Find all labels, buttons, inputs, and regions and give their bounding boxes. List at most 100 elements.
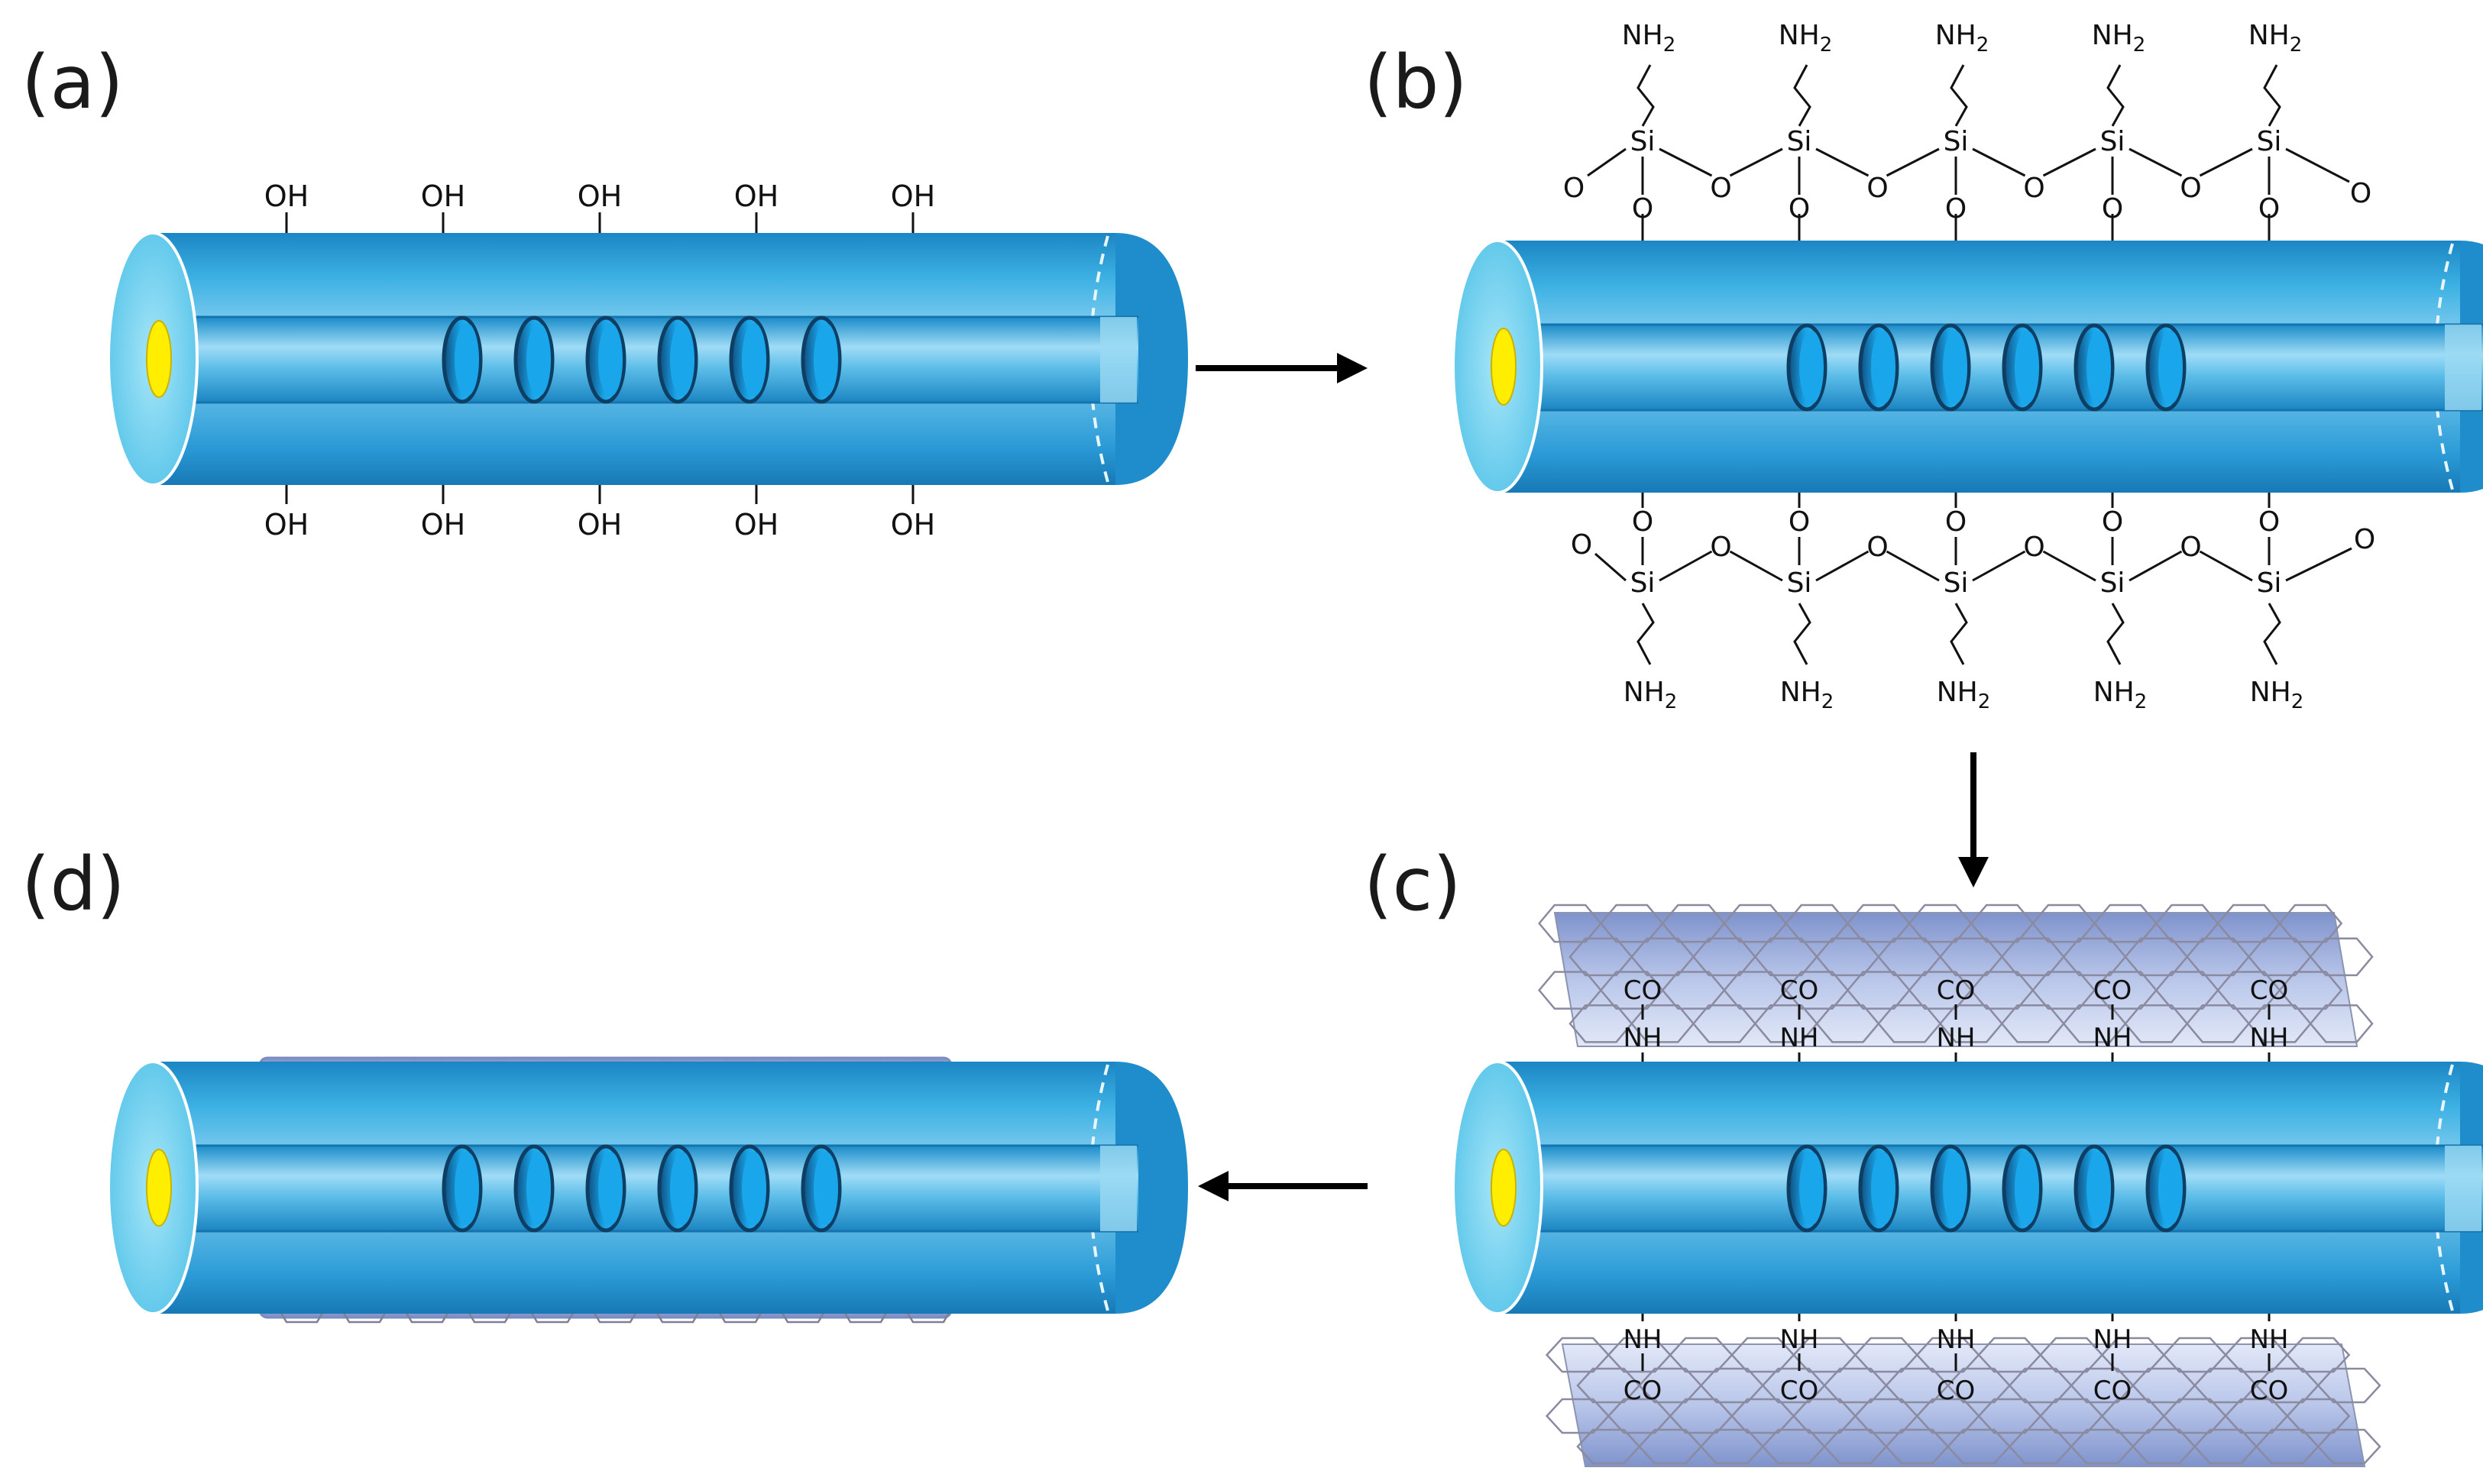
grating-ring-face	[2158, 331, 2183, 404]
amine-group-top: NH2	[2092, 20, 2146, 57]
propyl-chain-bottom	[2263, 603, 2281, 665]
propyl-chain-top	[1636, 64, 1655, 127]
sheet-plane	[1561, 1343, 2366, 1467]
amine-group-bottom: NH2	[2093, 677, 2148, 713]
arrow-a-to-b	[1196, 353, 1368, 383]
bridging-oxygen-bottom: O	[1866, 532, 1888, 563]
si-o-bond	[1815, 147, 1870, 177]
bridging-oxygen-top: O	[2023, 173, 2044, 204]
si-o-bond	[1587, 147, 1627, 177]
oxygen-top-anchor: O	[2258, 193, 2280, 225]
oh-group-bottom: OH	[734, 508, 779, 542]
grating-ring-face	[670, 1152, 694, 1225]
grating-ring-face	[742, 1152, 766, 1225]
oh-group-top: OH	[891, 179, 935, 213]
panel-label-d: (d)	[21, 842, 125, 927]
grating-ring-face	[2158, 1152, 2183, 1225]
fiber-core-end	[146, 320, 172, 398]
amine-group-top: NH2	[1622, 20, 1676, 57]
fiber-right-cap	[1115, 233, 1188, 485]
grating-ring-face	[742, 323, 766, 396]
carbonyl-group-bottom: CO	[1937, 1376, 1976, 1406]
grating-ring-face	[1871, 1152, 1895, 1225]
carbonyl-group-top: CO	[1624, 975, 1662, 1006]
oxygen-bottom-anchor: O	[1789, 506, 1810, 538]
amide-nh-top: NH	[1780, 1023, 1819, 1053]
oxygen-bottom-anchor: O	[1632, 506, 1653, 538]
si-o-bond	[2199, 550, 2253, 582]
si-o-bond	[1659, 550, 1713, 582]
terminal-oxygen-top: O	[2350, 178, 2371, 209]
grating-ring-face	[1943, 1152, 1967, 1225]
carbonyl-group-bottom: CO	[1780, 1376, 1819, 1406]
si-o-bond	[1972, 550, 2026, 582]
silicon-atom-top: Si	[1944, 126, 1969, 157]
amide-nh-top: NH	[1624, 1023, 1662, 1053]
carbonyl-group-top: CO	[1780, 975, 1819, 1006]
bridging-oxygen-bottom: O	[2180, 532, 2201, 563]
oh-group-bottom: OH	[264, 508, 309, 542]
amine-group-bottom: NH2	[2250, 677, 2304, 713]
grating-ring-face	[2086, 331, 2111, 404]
graphene-sheet-top	[1537, 904, 2374, 1047]
arrow-b-to-c	[1958, 752, 1989, 887]
oh-group-top: OH	[421, 179, 465, 213]
core-right-end	[2445, 1146, 2481, 1231]
propyl-chain-bottom	[1636, 603, 1655, 665]
propyl-chain-top	[1950, 64, 1968, 127]
grating-ring-face	[2015, 1152, 2039, 1225]
carbonyl-group-bottom: CO	[1624, 1376, 1662, 1406]
amide-nh-bottom: NH	[1937, 1324, 1976, 1355]
core-right-end	[1100, 1146, 1137, 1231]
propyl-chain-bottom	[2106, 603, 2125, 665]
grating-ring-face	[2015, 331, 2039, 404]
graphene-hexagon	[2316, 1367, 2381, 1404]
si-o-bond	[2285, 147, 2350, 183]
carbonyl-group-bottom: CO	[2250, 1376, 2289, 1406]
silicon-atom-top: Si	[2257, 126, 2282, 157]
silicon-atom-bottom: Si	[1787, 567, 1812, 599]
core-right-end	[2445, 325, 2481, 410]
bridging-oxygen-bottom: O	[2023, 532, 2044, 563]
si-o-bond	[2042, 550, 2096, 582]
bridging-oxygen-bottom: O	[1710, 532, 1731, 563]
si-o-bond	[1729, 147, 1783, 177]
graphene-hexagon	[2309, 1004, 2374, 1043]
bragg-grating	[1786, 1144, 2187, 1233]
si-o-bond	[2285, 547, 2352, 582]
amine-group-bottom: NH2	[1624, 677, 1678, 713]
oxygen-top-anchor: O	[1945, 193, 1967, 225]
terminal-oxygen-top: O	[1563, 173, 1585, 204]
amine-group-top: NH2	[1935, 20, 1989, 57]
bragg-grating	[442, 1144, 842, 1233]
oh-group-top: OH	[734, 179, 779, 213]
grating-ring-face	[598, 323, 623, 396]
terminal-oxygen-bottom: O	[2354, 524, 2375, 555]
fiber-b	[1452, 239, 2483, 494]
grating-ring-face	[1799, 331, 1824, 404]
grating-ring-face	[670, 323, 694, 396]
fiber-core-end	[1491, 328, 1517, 406]
silicon-atom-top: Si	[2100, 126, 2125, 157]
panel-label-c: (c)	[1364, 842, 1462, 927]
bridging-oxygen-top: O	[1866, 173, 1888, 204]
fiber-d	[107, 1060, 1188, 1315]
fiber-core-end	[1491, 1149, 1517, 1227]
bridging-oxygen-top: O	[2180, 173, 2201, 204]
amide-nh-bottom: NH	[2093, 1324, 2132, 1355]
propyl-chain-top	[2263, 64, 2281, 127]
si-o-bond	[1886, 147, 1940, 177]
amide-nh-bottom: NH	[1780, 1324, 1819, 1355]
propyl-chain-bottom	[1793, 603, 1811, 665]
amide-nh-top: NH	[2093, 1023, 2132, 1053]
silicon-atom-bottom: Si	[2257, 567, 2282, 599]
amine-group-top: NH2	[1779, 20, 1833, 57]
amide-nh-bottom: NH	[2250, 1324, 2289, 1355]
oh-group-bottom: OH	[891, 508, 935, 542]
carbonyl-group-top: CO	[1937, 975, 1976, 1006]
grating-ring-face	[598, 1152, 623, 1225]
si-o-bond	[1594, 552, 1627, 582]
bridging-oxygen-top: O	[1710, 173, 1731, 204]
